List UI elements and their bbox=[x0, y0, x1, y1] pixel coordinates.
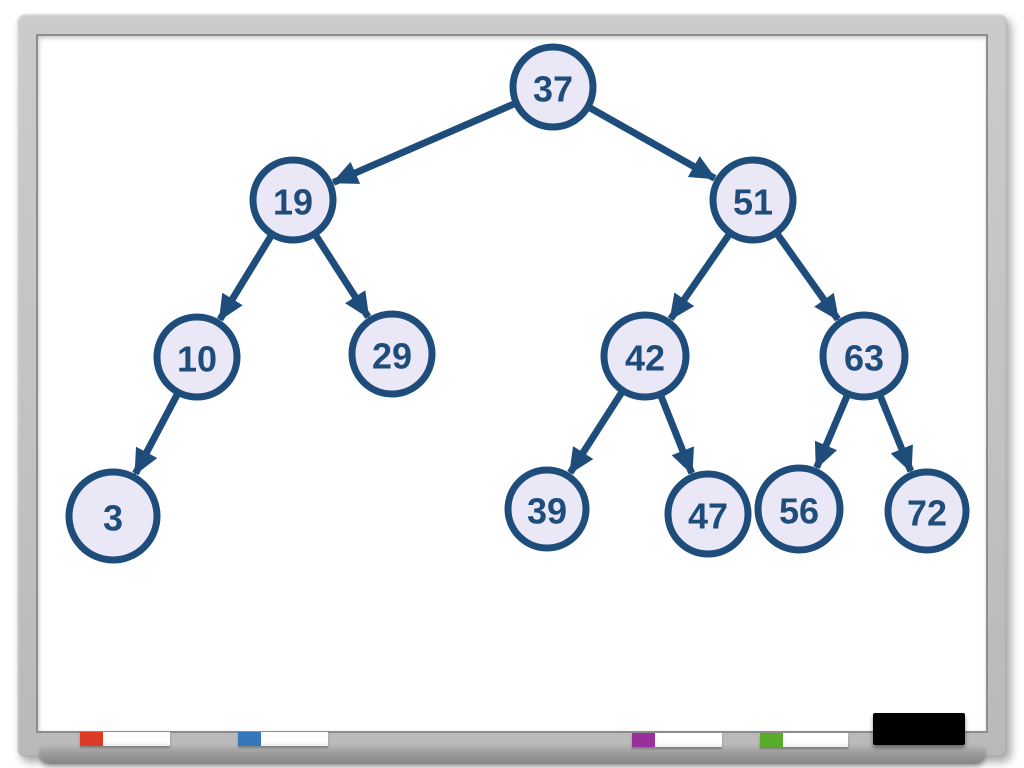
whiteboard-frame bbox=[17, 14, 1007, 757]
whiteboard-surface bbox=[36, 34, 988, 733]
marker-red-body bbox=[103, 732, 170, 746]
marker-purple-cap bbox=[632, 733, 655, 747]
marker-red bbox=[80, 732, 170, 746]
marker-purple bbox=[632, 733, 722, 747]
marker-blue-cap bbox=[238, 732, 261, 746]
marker-blue bbox=[238, 732, 328, 746]
marker-green-cap bbox=[760, 733, 783, 747]
marker-green bbox=[760, 733, 848, 747]
marker-green-body bbox=[783, 733, 848, 747]
marker-red-cap bbox=[80, 732, 103, 746]
marker-blue-body bbox=[261, 732, 328, 746]
marker-purple-body bbox=[655, 733, 722, 747]
eraser bbox=[873, 713, 965, 745]
marker-tray bbox=[40, 746, 985, 764]
